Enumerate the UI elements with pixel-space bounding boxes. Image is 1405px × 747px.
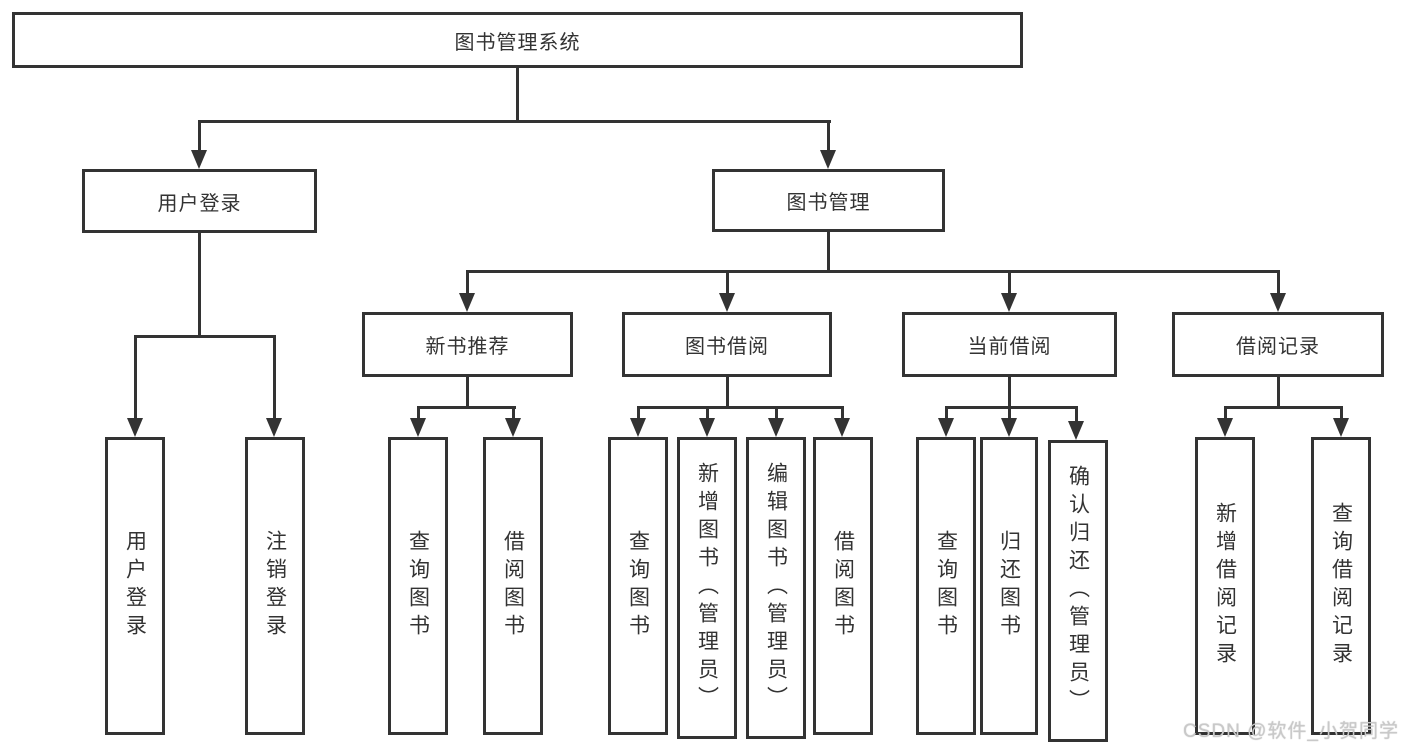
arrow-to-leaf-newbook-query	[410, 418, 426, 437]
csdn-watermark: CSDN @软件_小贺同学	[1183, 721, 1399, 742]
node-current-borrow-label: 当前借阅	[967, 336, 1052, 358]
connector-l3-drop	[466, 270, 469, 295]
connector-leaf-drop	[273, 335, 276, 422]
arrow-to-leaf-current-query	[938, 418, 954, 437]
node-book-management: 图书管理	[712, 169, 945, 232]
connector-leaf-drop	[637, 406, 640, 422]
connector-leaf-drop	[945, 406, 948, 422]
leaf-logout-label: 注销登录	[263, 530, 287, 642]
arrow-to-leaf-add-record	[1217, 418, 1233, 437]
leaf-borrow-query-label: 查询图书	[626, 530, 650, 642]
leaf-borrow-book: 借阅图书	[813, 437, 873, 735]
connector-bookmgmt-stem	[827, 232, 830, 273]
leaf-borrow-add-book-admin-label: 新增图书（管理员）	[695, 462, 719, 714]
leaf-current-query: 查询图书	[916, 437, 976, 735]
leaf-query-borrow-record-label: 查询借阅记录	[1329, 502, 1353, 670]
connector-l3-drop	[1277, 270, 1280, 295]
leaf-user-login: 用户登录	[105, 437, 165, 735]
connector-newbook-bar	[417, 406, 516, 409]
connector-leaf-drop	[1224, 406, 1227, 422]
leaf-logout: 注销登录	[245, 437, 305, 735]
node-current-borrow: 当前借阅	[902, 312, 1117, 377]
node-borrow-record: 借阅记录	[1172, 312, 1384, 377]
arrow-to-leaf-add-book	[699, 418, 715, 437]
node-book-management-label: 图书管理	[786, 192, 871, 214]
connector-level2-bar	[198, 120, 831, 123]
leaf-borrow-query: 查询图书	[608, 437, 668, 735]
arrow-to-leaf-newbook-borrow	[505, 418, 521, 437]
connector-l3-drop	[726, 270, 729, 295]
connector-newbook-stem	[466, 377, 469, 409]
node-book-borrow-label: 图书借阅	[685, 336, 769, 358]
connector-userlogin-drop	[198, 120, 201, 152]
node-user-login: 用户登录	[82, 169, 317, 233]
connector-bookmgmt-drop	[827, 120, 830, 152]
connector-currentborrow-stem	[1008, 377, 1011, 409]
connector-bookborrow-stem	[726, 377, 729, 409]
leaf-borrow-book-label: 借阅图书	[831, 530, 855, 642]
node-new-book-recommend: 新书推荐	[362, 312, 573, 377]
node-borrow-record-label: 借阅记录	[1236, 336, 1320, 358]
leaf-confirm-return-admin-label: 确认归还（管理员）	[1066, 465, 1090, 717]
connector-bookborrow-bar	[637, 406, 844, 409]
leaf-query-borrow-record: 查询借阅记录	[1311, 437, 1371, 735]
arrow-to-leaf-borrow-book	[834, 418, 850, 437]
arrow-to-leaf-return-book	[1001, 418, 1017, 437]
connector-userlogin-stem	[198, 233, 201, 338]
leaf-borrow-edit-book-admin-label: 编辑图书（管理员）	[764, 462, 788, 714]
node-book-borrow: 图书借阅	[622, 312, 832, 377]
arrow-to-borrow-record	[1270, 293, 1286, 312]
arrow-to-book-borrow	[719, 293, 735, 312]
connector-leaf-drop	[706, 406, 709, 422]
connector-level3-bar	[466, 270, 1279, 273]
leaf-current-query-label: 查询图书	[934, 530, 958, 642]
arrow-to-book-management	[820, 150, 836, 169]
arrow-to-leaf-logout	[266, 418, 282, 437]
connector-leaf-drop	[1075, 406, 1078, 422]
arrow-to-leaf-query-record	[1333, 418, 1349, 437]
arrow-to-leaf-confirm-return	[1068, 421, 1084, 440]
leaf-confirm-return-admin: 确认归还（管理员）	[1048, 440, 1108, 742]
connector-leaf-drop	[775, 406, 778, 422]
leaf-return-book: 归还图书	[980, 437, 1038, 735]
arrow-to-leaf-edit-book	[768, 418, 784, 437]
node-user-login-label: 用户登录	[157, 192, 242, 215]
leaf-newbook-query: 查询图书	[388, 437, 448, 735]
leaf-newbook-query-label: 查询图书	[406, 530, 430, 642]
connector-leaf-drop	[1008, 406, 1011, 422]
leaf-borrow-edit-book-admin: 编辑图书（管理员）	[746, 437, 806, 739]
leaf-newbook-borrow-label: 借阅图书	[501, 530, 525, 642]
leaf-return-book-label: 归还图书	[997, 530, 1021, 642]
connector-leaf-drop	[134, 335, 137, 422]
connector-currentborrow-bar	[945, 406, 1078, 409]
arrow-to-current-borrow	[1001, 293, 1017, 312]
leaf-newbook-borrow: 借阅图书	[483, 437, 543, 735]
leaf-add-borrow-record-label: 新增借阅记录	[1213, 502, 1237, 670]
connector-userlogin-bar	[134, 335, 276, 338]
connector-leaf-drop	[1340, 406, 1343, 422]
leaf-user-login-label: 用户登录	[123, 530, 147, 642]
leaf-borrow-add-book-admin: 新增图书（管理员）	[677, 437, 737, 739]
leaf-add-borrow-record: 新增借阅记录	[1195, 437, 1255, 735]
arrow-to-new-book-recommend	[459, 293, 475, 312]
connector-root-stem	[516, 68, 519, 120]
connector-leaf-drop	[841, 406, 844, 422]
connector-borrowrecord-bar	[1224, 406, 1343, 409]
node-root: 图书管理系统	[12, 12, 1023, 68]
arrow-to-leaf-borrow-query	[630, 418, 646, 437]
arrow-to-user-login	[191, 150, 207, 169]
connector-leaf-drop	[417, 406, 420, 422]
arrow-to-leaf-user-login	[127, 418, 143, 437]
node-root-label: 图书管理系统	[454, 31, 581, 54]
connector-l3-drop	[1008, 270, 1011, 295]
node-new-book-recommend-label: 新书推荐	[425, 336, 510, 358]
connector-borrowrecord-stem	[1277, 377, 1280, 409]
connector-leaf-drop	[512, 406, 515, 422]
